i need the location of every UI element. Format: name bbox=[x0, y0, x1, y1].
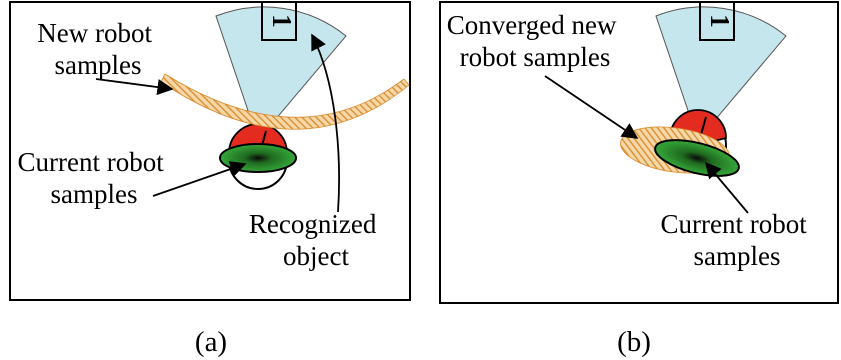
label-current-robot-samples: Current robot samples bbox=[661, 209, 814, 271]
recognized-object-box bbox=[261, 1, 297, 41]
arrow-new-samples bbox=[95, 78, 174, 96]
label-current-robot-samples: Current robot samples bbox=[18, 147, 171, 209]
panel-a: 1 New robot samples Current robot sample… bbox=[9, 1, 411, 358]
caption-a: (a) bbox=[195, 326, 227, 358]
new-robot-samples-arc bbox=[160, 73, 410, 130]
object-marker: 1 bbox=[267, 14, 297, 28]
object-marker: 1 bbox=[705, 14, 735, 28]
arrow-current-samples bbox=[704, 161, 749, 214]
recognized-object-box bbox=[699, 1, 735, 41]
field-of-view-sector bbox=[655, 6, 787, 141]
arrow-converged-samples bbox=[544, 75, 639, 139]
caption-b: (b) bbox=[617, 326, 651, 358]
panel-a-frame bbox=[9, 1, 411, 301]
panel-b: 1 Converged new robot samples Current ro… bbox=[439, 1, 839, 358]
label-converged-new-robot-samples: Converged new robot samples bbox=[447, 10, 623, 72]
label-new-robot-samples: New robot samples bbox=[37, 18, 158, 80]
arrow-recognized-object bbox=[311, 33, 340, 213]
label-recognized-object: Recognized object bbox=[249, 209, 383, 271]
arrow-current-samples bbox=[152, 161, 247, 197]
